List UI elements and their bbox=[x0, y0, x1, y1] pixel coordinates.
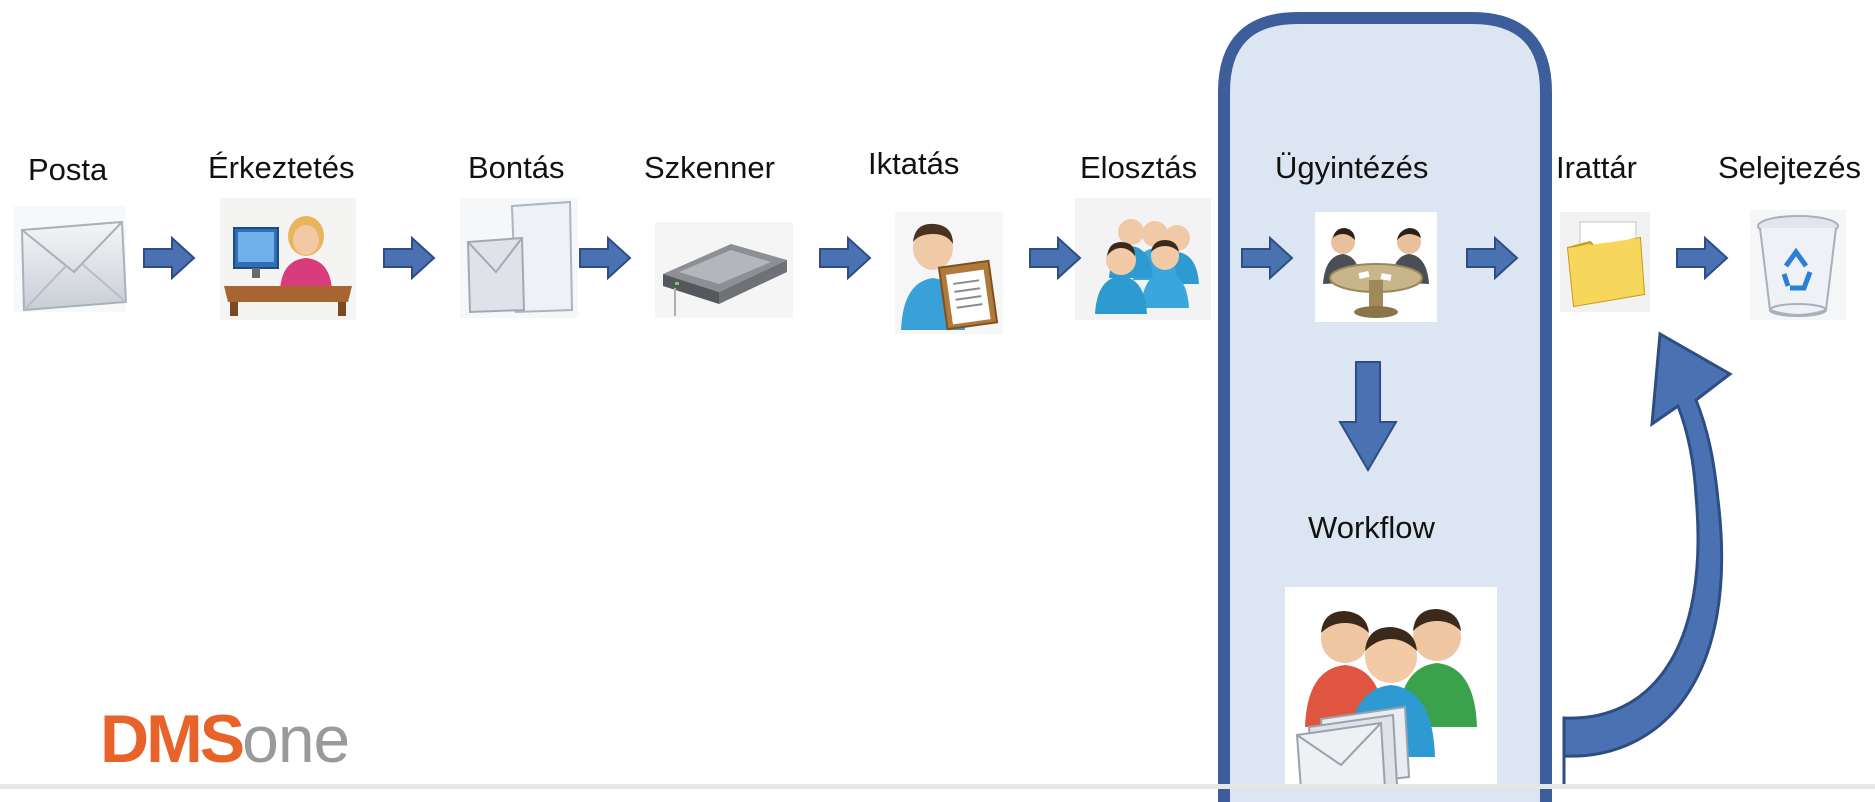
opened-envelope-icon bbox=[460, 198, 578, 318]
step-label-posta: Posta bbox=[28, 152, 108, 187]
scanner-icon bbox=[655, 222, 793, 318]
arrow-posta-to-erkeztetes bbox=[142, 236, 196, 280]
step-label-iktatas: Iktatás bbox=[868, 146, 960, 181]
arrow-ugyintezes-to-workflow bbox=[1338, 360, 1398, 472]
arrow-elosztas-to-ugyintezes bbox=[1240, 236, 1294, 280]
step-label-selejtezes: Selejtezés bbox=[1718, 150, 1862, 185]
folder-icon bbox=[1560, 212, 1650, 312]
user-group-icon bbox=[1075, 198, 1211, 320]
arrow-bontas-to-szkenner bbox=[578, 236, 632, 280]
meeting-table-icon bbox=[1315, 212, 1437, 322]
workflow-users-mail-icon bbox=[1285, 587, 1497, 789]
step-label-irattar: Irattár bbox=[1556, 150, 1637, 185]
arrow-ugyintezes-to-irattar bbox=[1465, 236, 1519, 280]
step-label-elosztas: Elosztás bbox=[1080, 150, 1198, 185]
arrow-irattar-to-selejtezes bbox=[1675, 236, 1729, 280]
clipboard-person-icon bbox=[895, 212, 1003, 334]
envelope-icon bbox=[10, 200, 130, 318]
bottom-divider bbox=[0, 784, 1875, 789]
arrow-szkenner-to-iktatas bbox=[818, 236, 872, 280]
curved-arrow-workflow-to-irattar bbox=[1540, 320, 1780, 789]
arrow-erkeztetes-to-bontas bbox=[382, 236, 436, 280]
recycle-bin-icon bbox=[1750, 210, 1846, 320]
logo-one: one bbox=[242, 702, 350, 776]
receptionist-icon bbox=[220, 198, 356, 320]
step-label-bontas: Bontás bbox=[468, 150, 565, 185]
step-label-erkeztetes: Érkeztetés bbox=[208, 150, 355, 185]
workflow-label: Workflow bbox=[1308, 510, 1435, 545]
arrow-iktatas-to-elosztas bbox=[1028, 236, 1082, 280]
step-label-szkenner: Szkenner bbox=[644, 150, 775, 185]
logo-dms: DMS bbox=[100, 701, 245, 777]
step-label-ugyintezes: Ügyintézés bbox=[1275, 150, 1429, 185]
